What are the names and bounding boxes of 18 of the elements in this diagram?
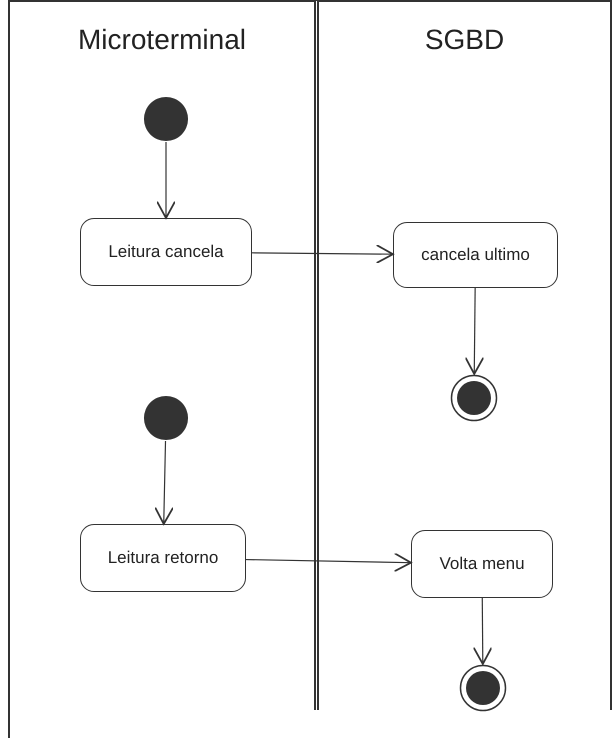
arrow — [472, 598, 493, 665]
activity-box: Leitura cancela — [80, 218, 252, 286]
activity-box: Volta menu — [411, 530, 553, 598]
activity-box: Leitura retorno — [80, 524, 246, 592]
arrow — [154, 440, 174, 525]
final-node — [459, 664, 507, 712]
activity-box: cancela ultimo — [393, 222, 558, 288]
swimlane — [314, 0, 612, 710]
arrow — [246, 552, 412, 572]
swimlane — [8, 0, 314, 738]
arrow — [156, 142, 176, 219]
arrow — [252, 244, 394, 264]
lane-title: SGBD — [424, 24, 506, 56]
arrow — [464, 288, 484, 375]
initial-node — [143, 395, 189, 441]
final-node — [450, 374, 498, 422]
lane-title: Microterminal — [76, 24, 248, 56]
initial-node — [143, 96, 189, 142]
